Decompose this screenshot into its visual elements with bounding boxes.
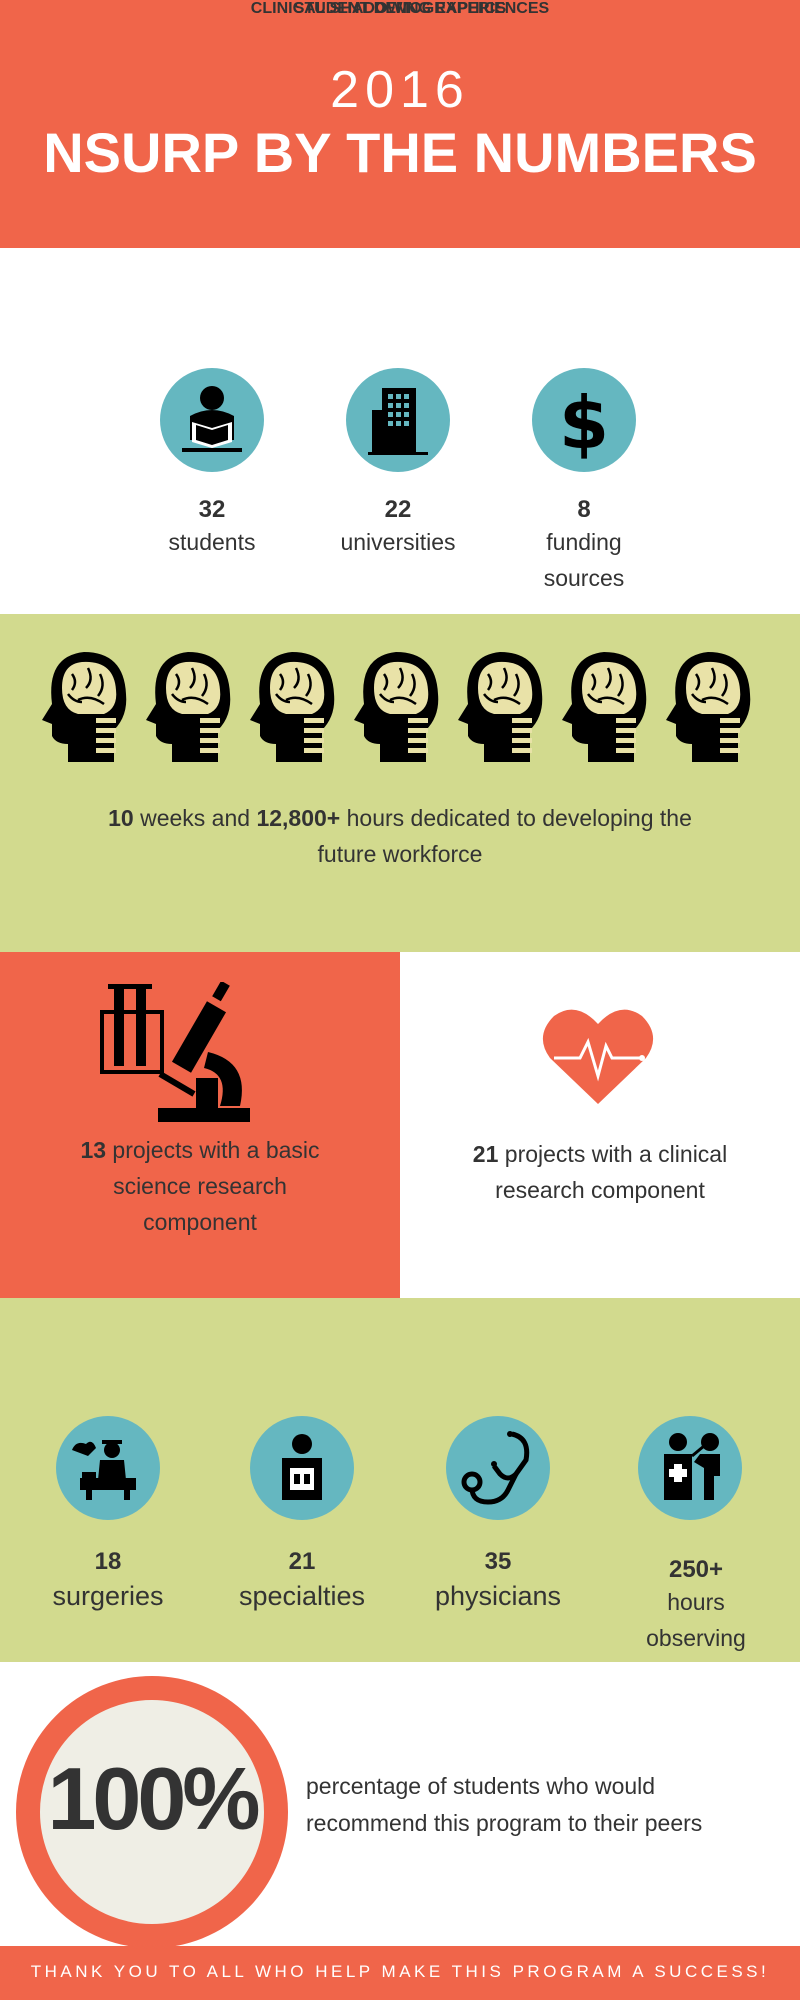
hours-value: 12,800+	[256, 805, 341, 831]
workforce-text-a: weeks and	[133, 805, 257, 831]
shadowing-title: CLINICAL SHADOWING EXPERIENCES	[250, 0, 550, 17]
workforce-text-b: hours dedicated to developing the	[340, 805, 692, 831]
stat-label: specialties	[238, 1581, 366, 1611]
doctor-patient-icon	[638, 1416, 742, 1520]
stat-label: surgeries	[52, 1581, 164, 1611]
stat-students: 32 students	[110, 496, 314, 560]
stethoscope-icon	[446, 1416, 550, 1520]
footer-banner: THANK YOU TO ALL WHO HELP MAKE THIS PROG…	[0, 1946, 800, 2000]
stat-value: 18	[94, 1548, 122, 1575]
stat-label-line2: sources	[543, 565, 625, 591]
basic-science-panel: 13 projects with a basic science researc…	[0, 952, 400, 1298]
clinical-count: 21	[472, 1141, 499, 1167]
clinical-research-panel: 21 projects with a clinical research com…	[400, 952, 800, 1298]
brain-head-icon	[250, 652, 335, 762]
header-title: NSURP BY THE NUMBERS	[43, 121, 757, 184]
stat-specialties: 21 specialties	[212, 1548, 392, 1616]
basic-line2: science research	[113, 1173, 287, 1199]
stat-value: 8	[577, 496, 591, 523]
stat-hours-observing: 250+ hours observing	[616, 1556, 776, 1656]
brain-head-icon	[354, 652, 439, 762]
dollar-icon: $	[532, 368, 636, 472]
footer-text: THANK YOU TO ALL WHO HELP MAKE THIS PROG…	[30, 1962, 770, 1981]
stat-funding: 8 funding sources	[482, 496, 686, 596]
header-year: 2016	[330, 61, 470, 119]
percent-value: 100%	[47, 1749, 260, 1848]
brain-head-icon	[42, 652, 127, 762]
recommend-text: percentage of students who would recomme…	[306, 1768, 776, 1842]
basic-projects-text: 13 projects with a basic science researc…	[20, 1132, 380, 1240]
stat-label: physicians	[434, 1581, 562, 1611]
workforce-text-c: future workforce	[317, 841, 483, 867]
basic-line1: projects with a basic	[106, 1137, 320, 1163]
clinical-projects-text: 21 projects with a clinical research com…	[400, 1136, 800, 1208]
brain-icon-row	[38, 650, 762, 764]
basic-count: 13	[80, 1137, 107, 1163]
building-icon	[346, 368, 450, 472]
stat-label: students	[168, 529, 256, 555]
brain-head-icon	[458, 652, 543, 762]
stat-value: 22	[384, 496, 412, 523]
stat-label: universities	[340, 529, 456, 555]
brain-head-icon	[666, 652, 751, 762]
brain-head-icon	[146, 652, 231, 762]
surgery-icon	[56, 1416, 160, 1520]
clinical-line2: research component	[495, 1177, 705, 1203]
basic-line3: component	[143, 1209, 257, 1235]
stat-physicians: 35 physicians	[408, 1548, 588, 1616]
heartbeat-icon	[542, 1009, 654, 1104]
stat-value: 32	[198, 496, 226, 523]
stat-universities: 22 universities	[296, 496, 500, 560]
weeks-value: 10	[108, 805, 134, 831]
stat-label-line2: observing	[646, 1625, 746, 1651]
svg-text:$: $	[559, 381, 609, 465]
recommend-line1: percentage of students who would	[306, 1773, 656, 1799]
clinical-line1: projects with a clinical	[498, 1141, 728, 1167]
header-banner: 2016 NSURP BY THE NUMBERS	[0, 0, 800, 248]
stat-value: 21	[288, 1548, 316, 1575]
stat-surgeries: 18 surgeries	[28, 1548, 188, 1616]
stat-label-line1: funding	[546, 529, 622, 555]
student-reading-icon	[160, 368, 264, 472]
workforce-text: 10 weeks and 12,800+ hours dedicated to …	[60, 800, 740, 872]
microscope-icon	[100, 982, 250, 1122]
recommend-line2: recommend this program to their peers	[306, 1810, 703, 1836]
patient-scan-icon	[250, 1416, 354, 1520]
stat-value: 35	[484, 1548, 512, 1575]
stat-label-line1: hours	[667, 1589, 725, 1615]
stat-value: 250+	[668, 1556, 724, 1583]
demographics-title: STUDENT DEMOGRAPHICS	[293, 0, 507, 17]
brain-head-icon	[562, 652, 647, 762]
